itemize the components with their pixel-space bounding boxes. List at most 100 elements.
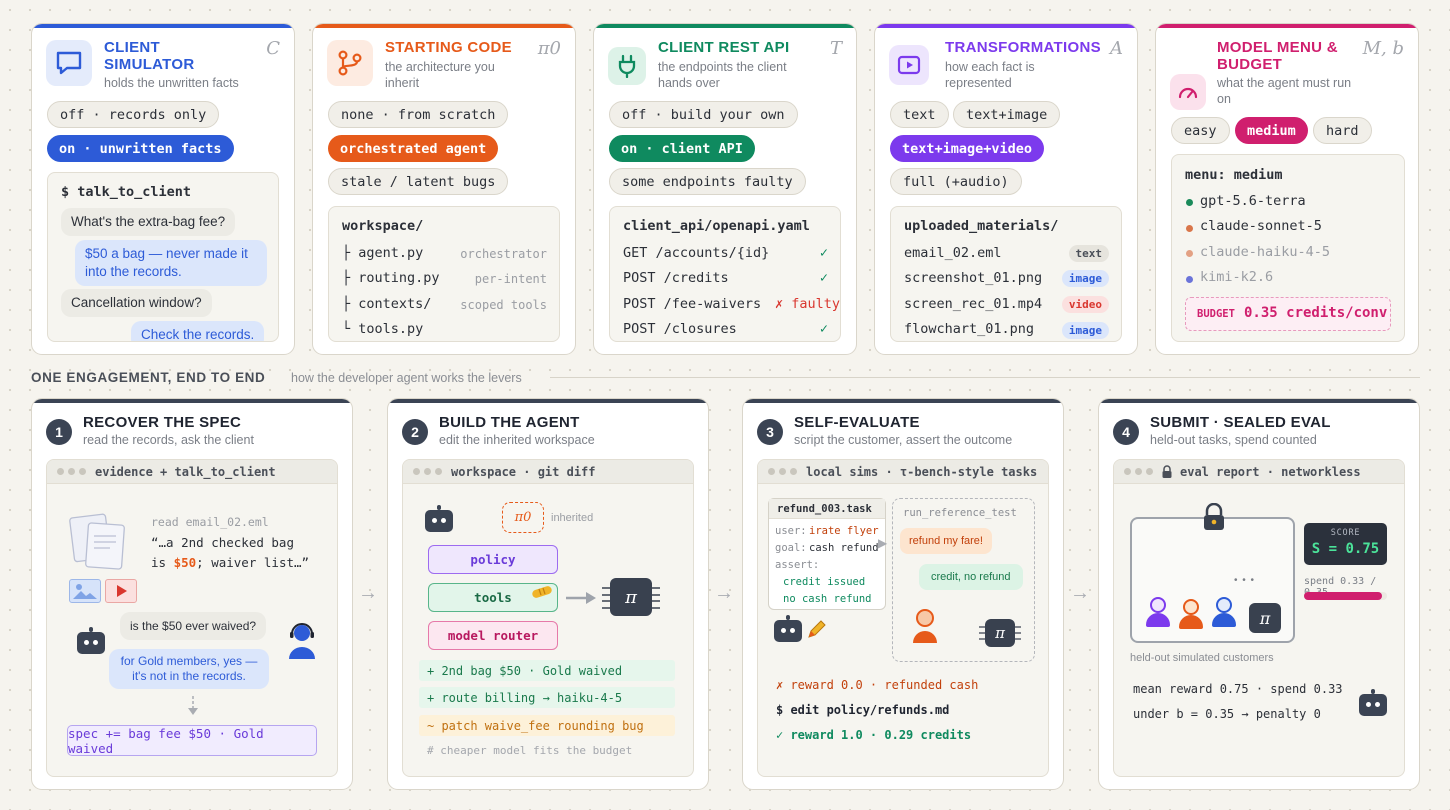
card-accent-bar bbox=[594, 24, 856, 28]
diff-line-added: + route billing → haiku-4-5 bbox=[419, 687, 675, 708]
model-row: claude-sonnet-5 bbox=[1200, 218, 1322, 234]
module-model-router[interactable]: model router bbox=[428, 621, 558, 650]
option-pill[interactable]: text+image bbox=[953, 101, 1061, 128]
task-file-header-bg bbox=[769, 499, 885, 519]
window-dots-icon bbox=[57, 468, 86, 475]
option-pill-selected[interactable]: on · client API bbox=[609, 135, 755, 162]
chat-bubble-agent: is the $50 ever waived? bbox=[120, 612, 267, 640]
endpoint-row: POST /credits bbox=[623, 270, 729, 286]
model-row: claude-haiku-4-5 bbox=[1200, 244, 1331, 260]
option-pill[interactable]: some endpoints faulty bbox=[609, 168, 806, 195]
status-ok-icon: ✓ bbox=[819, 321, 828, 337]
held-out-customer-icon bbox=[1179, 599, 1203, 633]
diff-line-modified: ~ patch waive_fee rounding bug bbox=[419, 715, 675, 736]
status-faulty-badge: ✗ faulty bbox=[774, 296, 840, 312]
card-title: MODEL MENU & BUDGET bbox=[1217, 39, 1338, 73]
option-pill-selected[interactable]: text+image+video bbox=[890, 135, 1045, 162]
chat-bubble-agent: What's the extra-bag fee? bbox=[61, 208, 236, 236]
highlighted-fee: $50 bbox=[173, 555, 197, 570]
model-row: gpt-5.6-terra bbox=[1200, 193, 1306, 209]
card-accent-bar bbox=[32, 399, 352, 403]
option-pill[interactable]: stale / latent bugs bbox=[328, 168, 509, 195]
budget-value: 0.35 credits/conv bbox=[1244, 305, 1388, 321]
option-pill-selected[interactable]: orchestrated agent bbox=[328, 135, 499, 162]
eval-summary-line: under b = 0.35 → penalty 0 bbox=[1133, 707, 1321, 721]
step-number-badge: 3 bbox=[757, 419, 783, 445]
task-file-name: refund_003.task bbox=[777, 503, 872, 515]
card-symbol: π0 bbox=[537, 38, 561, 59]
file-row: screenshot_01.png bbox=[904, 270, 1043, 286]
card-accent-bar bbox=[743, 399, 1063, 403]
file-row: └ tools.py bbox=[342, 321, 424, 337]
step-title: SUBMIT · SEALED EVAL bbox=[1150, 414, 1331, 431]
score-display: SCORE S = 0.75 bbox=[1304, 523, 1387, 565]
lever-card-client-simulator: CLIENT SIMULATOR holds the unwritten fac… bbox=[31, 23, 295, 355]
email-quote-text: is bbox=[151, 555, 174, 570]
window-dots-icon bbox=[768, 468, 797, 475]
option-pill-selected[interactable]: medium bbox=[1235, 117, 1308, 144]
step-card-submit-sealed-eval: 4 SUBMIT · SEALED EVAL held-out tasks, s… bbox=[1098, 398, 1420, 790]
chat-bubble-client: for Gold members, yes — it's not in the … bbox=[109, 649, 269, 689]
endpoint-row: POST /fee-waivers bbox=[623, 296, 762, 312]
customer-person-icon bbox=[911, 609, 939, 643]
option-pill[interactable]: hard bbox=[1313, 117, 1372, 144]
file-row: email_02.eml bbox=[904, 245, 1002, 261]
openapi-panel: client_api/openapi.yaml GET /accounts/{i… bbox=[609, 206, 841, 342]
option-pill[interactable]: easy bbox=[1171, 117, 1230, 144]
file-row: screen_rec_01.mp4 bbox=[904, 296, 1043, 312]
video-icon bbox=[105, 579, 137, 603]
spend-bar-fill bbox=[1304, 592, 1383, 600]
module-policy[interactable]: policy bbox=[428, 545, 558, 574]
option-pill[interactable]: text bbox=[890, 101, 949, 128]
inherited-label: inherited bbox=[551, 512, 594, 524]
chip-pins-icon bbox=[602, 584, 660, 612]
model-dot-icon bbox=[1186, 199, 1193, 206]
step-subtitle: edit the inherited workspace bbox=[439, 433, 595, 447]
task-assert: no cash refund bbox=[783, 593, 872, 605]
step-subtitle: script the customer, assert the outcome bbox=[794, 433, 1013, 447]
budget-label: BUDGET bbox=[1197, 308, 1235, 320]
spec-result-box: spec += bag fee $50 · Gold waived bbox=[67, 725, 317, 756]
model-menu-panel: menu: medium gpt-5.6-terra claude-sonnet… bbox=[1171, 154, 1405, 342]
file-note: scoped tools bbox=[460, 298, 547, 312]
lock-icon bbox=[1202, 502, 1226, 531]
option-pill[interactable]: full (+audio) bbox=[890, 168, 1022, 195]
card-title: CLIENT REST API bbox=[658, 39, 790, 56]
branch-icon bbox=[327, 40, 373, 86]
window-titlebar bbox=[403, 460, 693, 484]
step-subtitle: read the records, ask the client bbox=[83, 433, 254, 447]
down-arrow-icon bbox=[187, 696, 199, 716]
media-tag-text: text bbox=[1068, 245, 1109, 262]
task-assert: credit issued bbox=[783, 576, 866, 588]
step-subtitle: held-out tasks, spend counted bbox=[1150, 433, 1317, 447]
lever-card-client-rest-api: CLIENT REST API the endpoints the client… bbox=[593, 23, 857, 355]
agent-robot-icon bbox=[774, 615, 802, 642]
agent-bubble: credit, no refund bbox=[919, 564, 1023, 590]
read-label: read email_02.eml bbox=[151, 515, 269, 529]
chip-pins-icon bbox=[979, 623, 1021, 643]
task-field-key: goal: bbox=[775, 542, 807, 554]
task-field-value: cash refund bbox=[809, 542, 879, 554]
card-subtitle: the architecture you inherit bbox=[385, 60, 495, 90]
option-pill-selected[interactable]: on · unwritten facts bbox=[47, 135, 234, 162]
flow-arrow-icon: → bbox=[714, 582, 734, 604]
card-symbol: C bbox=[266, 38, 280, 59]
chat-bubble-agent: Cancellation window? bbox=[61, 289, 212, 317]
section-title: ONE ENGAGEMENT, END TO END bbox=[31, 370, 266, 385]
file-row: flowchart_01.png bbox=[904, 321, 1035, 337]
card-accent-bar bbox=[313, 24, 575, 28]
panel-header: menu: medium bbox=[1185, 167, 1283, 183]
card-subtitle: how each fact is represented bbox=[945, 60, 1035, 90]
step-card-build-agent: 2 BUILD THE AGENT edit the inherited wor… bbox=[387, 398, 709, 790]
window-title: workspace · git diff bbox=[451, 465, 596, 479]
option-pill[interactable]: none · from scratch bbox=[328, 101, 509, 128]
play-icon bbox=[889, 45, 929, 85]
model-row: kimi-k2.6 bbox=[1200, 269, 1274, 285]
documents-icon bbox=[69, 512, 129, 572]
status-ok-icon: ✓ bbox=[819, 245, 828, 261]
option-pill[interactable]: off · build your own bbox=[609, 101, 798, 128]
uploaded-materials-panel: uploaded_materials/ email_02.eml text sc… bbox=[890, 206, 1122, 342]
window-title: eval report · networkless bbox=[1180, 465, 1361, 479]
eval-report-window: eval report · networkless • • • π SCORE … bbox=[1113, 459, 1405, 777]
option-pill[interactable]: off · records only bbox=[47, 101, 220, 128]
